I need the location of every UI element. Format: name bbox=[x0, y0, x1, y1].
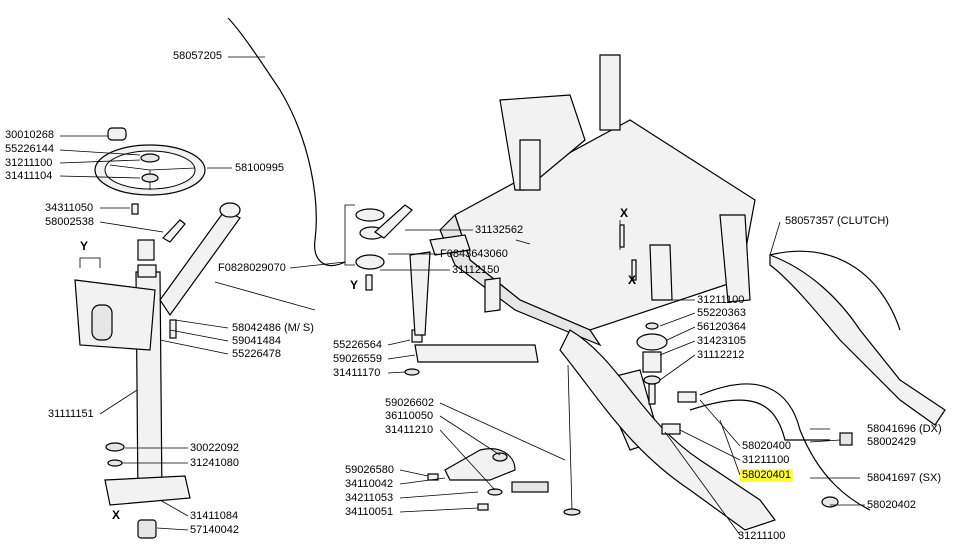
part-label-31411084: 31411084 bbox=[190, 510, 239, 522]
part-label-31112150: 31112150 bbox=[452, 264, 500, 276]
part-label-31411210: 31411210 bbox=[385, 424, 434, 436]
part-label-58057357: 58057357 (CLUTCH) bbox=[785, 215, 889, 227]
part-label-58002429: 58002429 bbox=[867, 436, 916, 448]
part-label-30010268: 30010268 bbox=[5, 129, 54, 141]
marker-y-center: Y bbox=[350, 278, 359, 292]
part-label-55226564: 55226564 bbox=[333, 339, 382, 351]
clutch-pedal bbox=[769, 250, 946, 426]
small-fasteners bbox=[131, 203, 637, 311]
brake-cables bbox=[661, 383, 871, 511]
marker-x-top: X bbox=[620, 206, 629, 220]
part-label-34211053: 34211053 bbox=[345, 492, 394, 504]
part-label-31211100-d: 31211100 bbox=[738, 530, 786, 542]
part-label-31411104: 31411104 bbox=[5, 170, 53, 182]
part-label-57140042: 57140042 bbox=[190, 524, 239, 536]
sector-bracket bbox=[427, 448, 549, 511]
part-label-58057205: 58057205 bbox=[173, 50, 222, 62]
part-label-58020402: 58020402 bbox=[867, 499, 916, 511]
long-rod bbox=[563, 364, 581, 516]
part-label-31211100-a: 31211100 bbox=[5, 157, 53, 169]
leader-lines bbox=[59, 56, 865, 536]
part-label-56120364: 56120364 bbox=[697, 321, 746, 333]
throttle-lever bbox=[355, 204, 413, 291]
part-label-31132562: 31132562 bbox=[475, 224, 524, 236]
part-label-34110042: 34110042 bbox=[345, 478, 394, 490]
steering-wheel bbox=[94, 127, 206, 196]
part-label-31211100-c: 31211100 bbox=[742, 454, 790, 466]
steering-column bbox=[74, 202, 241, 539]
part-label-31411170: 31411170 bbox=[333, 367, 381, 379]
part-label-55226144: 55226144 bbox=[5, 143, 54, 155]
part-label-31423105: 31423105 bbox=[697, 335, 746, 347]
part-label-59041484: 59041484 bbox=[232, 335, 281, 347]
part-label-58020400: 58020400 bbox=[742, 440, 791, 452]
part-label-34311050: 34311050 bbox=[45, 202, 94, 214]
link-rod bbox=[404, 251, 539, 376]
part-label-58041697: 58041697 (SX) bbox=[867, 472, 941, 484]
marker-x-bottom: X bbox=[112, 508, 121, 522]
part-label-58020401-highlighted[interactable]: 58020401 bbox=[740, 469, 793, 482]
part-label-30022092: 30022092 bbox=[190, 442, 239, 454]
part-label-31241080: 31241080 bbox=[190, 457, 239, 469]
part-label-58042486: 58042486 (M/ S) bbox=[232, 322, 314, 334]
part-label-F0843643060: F0843643060 bbox=[440, 248, 508, 260]
part-label-36110050: 36110050 bbox=[385, 410, 434, 422]
marker-x-middle: X bbox=[628, 273, 637, 287]
part-label-55226478: 55226478 bbox=[232, 348, 281, 360]
part-label-59026602: 59026602 bbox=[385, 397, 434, 409]
part-label-31111151: 31111151 bbox=[48, 408, 94, 420]
part-label-58002538: 58002538 bbox=[45, 216, 94, 228]
part-label-59026559: 59026559 bbox=[333, 353, 382, 365]
y-marker-guides bbox=[79, 204, 621, 268]
part-label-59026580: 59026580 bbox=[345, 464, 394, 476]
frame-arm bbox=[559, 329, 776, 531]
part-label-55220363: 55220363 bbox=[697, 307, 746, 319]
part-label-34110051: 34110051 bbox=[345, 506, 394, 518]
part-label-31112212: 31112212 bbox=[697, 349, 745, 361]
part-label-F0828029070: F0828029070 bbox=[218, 262, 286, 274]
part-label-58041696: 58041696 (DX) bbox=[867, 423, 942, 435]
spring-mount bbox=[636, 322, 668, 405]
part-label-58100995: 58100995 bbox=[235, 162, 284, 174]
part-label-31211100-b: 31211100 bbox=[697, 294, 745, 306]
marker-y-left: Y bbox=[80, 239, 89, 253]
throttle-cable bbox=[227, 17, 346, 267]
